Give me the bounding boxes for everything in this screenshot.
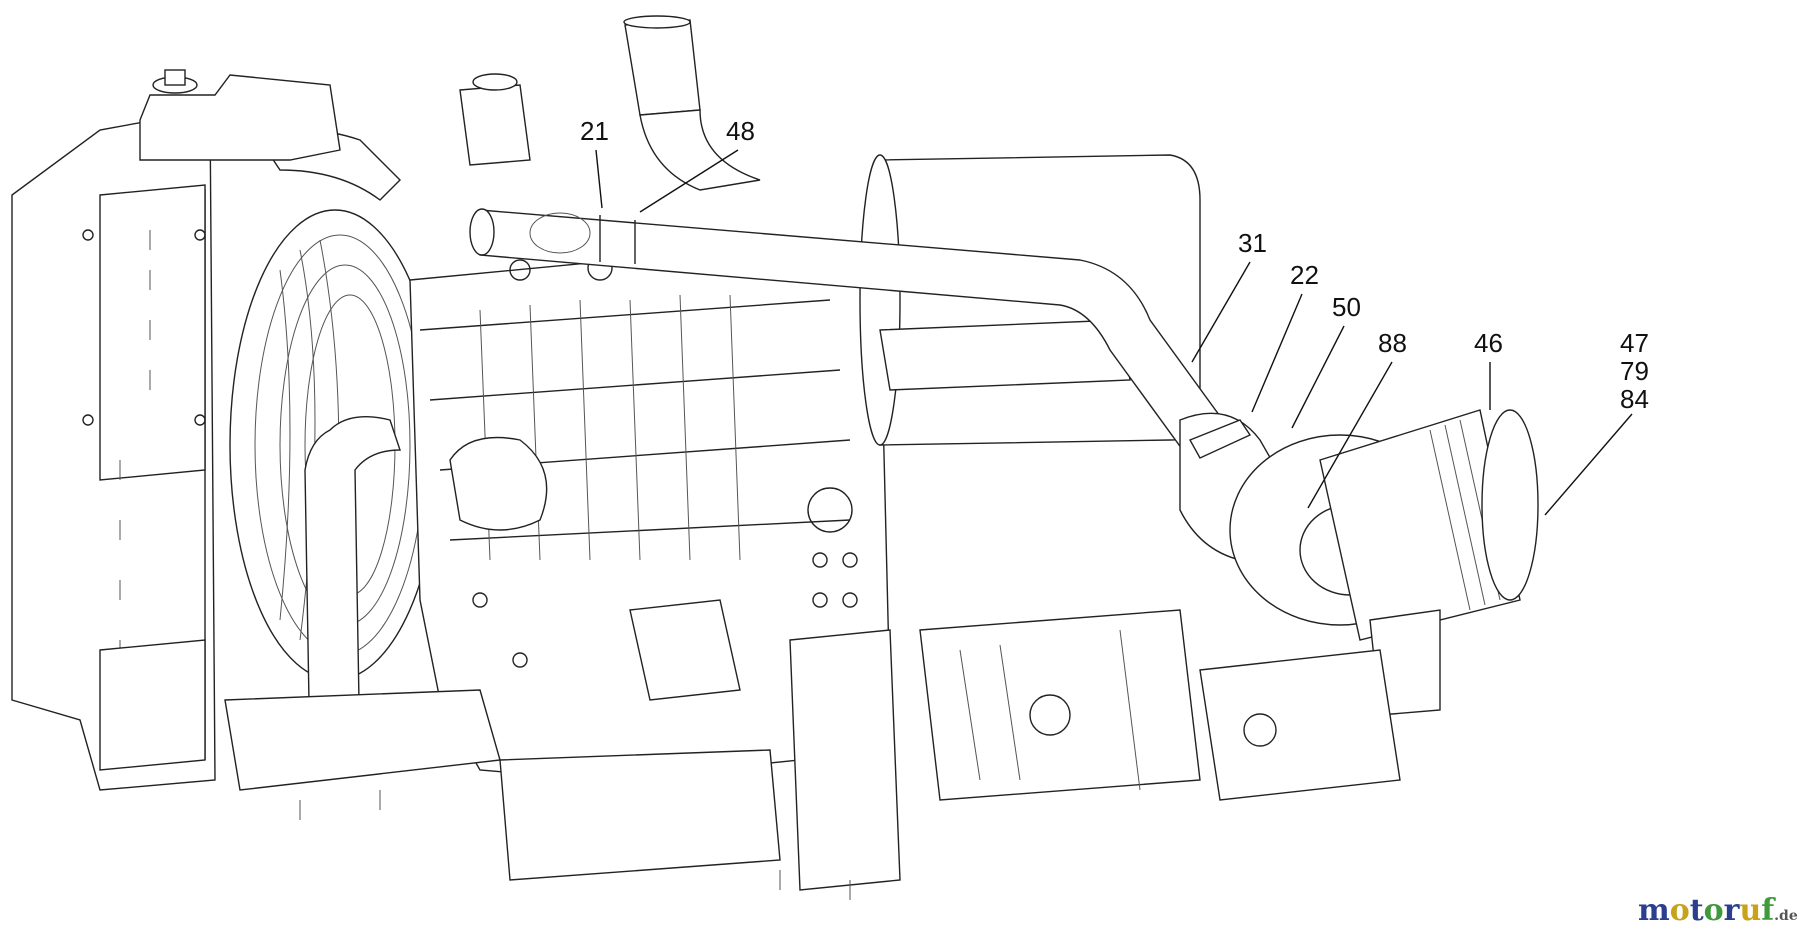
callout-79: 79 <box>1620 356 1649 386</box>
callouts: 21 48 31 22 50 88 46 47 79 84 <box>580 116 1649 516</box>
callout-31: 31 <box>1238 228 1267 258</box>
leader-47-79-84 <box>1544 413 1633 516</box>
exhaust-stack <box>623 15 761 191</box>
watermark-letter: m <box>1638 893 1670 928</box>
callout-22: 22 <box>1290 260 1319 290</box>
callout-46: 46 <box>1474 328 1503 358</box>
expansion-tank <box>139 69 531 166</box>
callout-50: 50 <box>1332 292 1361 322</box>
air-cleaner <box>1229 409 1539 716</box>
callout-48: 48 <box>726 116 755 146</box>
hydraulic-pumps <box>919 609 1401 801</box>
watermark-suffix: .de <box>1774 908 1798 924</box>
watermark-logo: motoruf.de <box>1638 893 1798 928</box>
watermark-letter: o <box>1670 893 1690 928</box>
callout-84: 84 <box>1620 384 1649 414</box>
watermark-letter: f <box>1761 893 1776 928</box>
watermark-letter: r <box>1724 893 1741 928</box>
watermark-letter: o <box>1704 893 1724 928</box>
callout-88: 88 <box>1378 328 1407 358</box>
leader-88 <box>1307 361 1393 509</box>
engine-mounts <box>224 629 901 900</box>
leader-50 <box>1291 325 1345 429</box>
watermark-letter: t <box>1690 893 1704 928</box>
leader-21 <box>595 149 603 209</box>
leader-22 <box>1251 293 1303 413</box>
callout-47: 47 <box>1620 328 1649 358</box>
watermark-letter: u <box>1739 893 1761 928</box>
radiator-frame <box>11 109 216 791</box>
leader-31 <box>1191 261 1251 363</box>
leader-48 <box>639 149 739 213</box>
callout-21: 21 <box>580 116 609 146</box>
